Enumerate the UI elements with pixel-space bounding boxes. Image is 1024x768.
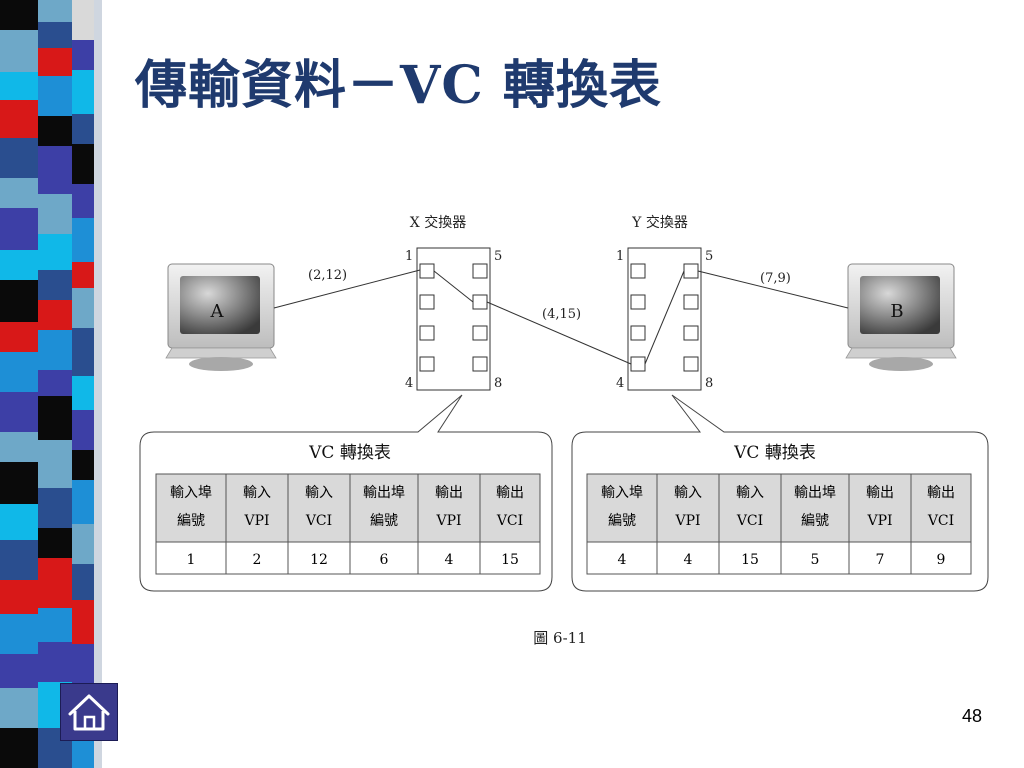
port-label: 5: [494, 249, 502, 264]
table-header: 輸出埠: [794, 484, 836, 501]
table-header: VPI: [866, 513, 892, 529]
vc-table-diagram: A B X 交換器 1 5 4 8 Y 交換器: [139, 214, 989, 647]
table-cell: 15: [501, 552, 519, 568]
house-icon: [68, 694, 110, 731]
computer-a: A: [165, 263, 277, 371]
vc-table-x: VC 轉換表 輸入埠 編號 輸入 VPI 輸入 VCI 輸出埠 編號 輸出 VP…: [139, 394, 553, 592]
port-label: 1: [405, 249, 413, 264]
link-label: (7,9): [760, 271, 791, 286]
table-header: VCI: [736, 513, 763, 529]
table-header: 編號: [608, 513, 636, 529]
vc-table-title: VC 轉換表: [308, 443, 391, 463]
vc-table-y: VC 轉換表 輸入埠 編號 輸入 VPI 輸入 VCI 輸出埠 編號 輸出 VP…: [571, 394, 989, 592]
table-cell: 15: [741, 552, 759, 568]
table-header: VCI: [305, 513, 332, 529]
table-header: VPI: [243, 513, 269, 529]
link-label: (4,15): [542, 307, 581, 322]
computer-a-label: A: [210, 301, 225, 322]
table-header: 輸出: [866, 485, 894, 501]
table-cell: 6: [380, 552, 389, 568]
link-y-b: [697, 270, 849, 309]
table-header: 輸出: [927, 485, 955, 501]
table-header: 輸入: [305, 485, 333, 501]
computer-b-label: B: [890, 301, 903, 322]
table-cell: 7: [876, 552, 885, 568]
figure-caption: 圖 6-11: [533, 629, 586, 647]
table-cell: 4: [445, 552, 454, 568]
table-header: 輸入: [243, 485, 271, 501]
home-button[interactable]: [60, 683, 118, 741]
table-cell: 4: [618, 552, 627, 568]
table-cell: 12: [310, 552, 328, 568]
computer-b: B: [845, 263, 957, 371]
switch-x: X 交換器 1 5 4 8: [405, 214, 502, 391]
link-x-y: [486, 301, 632, 365]
table-header: 輸出: [496, 485, 524, 501]
table-header: 編號: [370, 513, 398, 529]
table-cell: 1: [187, 552, 196, 568]
table-header: 輸入: [736, 485, 764, 501]
switch-y: Y 交換器 1 5 4 8: [616, 214, 713, 391]
table-header: VPI: [435, 513, 461, 529]
table-header: 輸出埠: [363, 484, 405, 501]
table-header: 輸入埠: [601, 484, 643, 501]
table-cell: 4: [684, 552, 693, 568]
decorative-side-stripe: [0, 0, 118, 768]
port-label: 1: [616, 249, 624, 264]
switch-x-label: X 交換器: [410, 214, 466, 231]
link-label: (2,12): [308, 268, 347, 283]
page-number: 48: [962, 706, 983, 726]
slide-title: 傳輸資料－VC 轉換表: [135, 55, 662, 116]
table-cell: 2: [253, 552, 262, 568]
table-header: 輸入埠: [170, 484, 212, 501]
link-a-x: [273, 269, 421, 309]
table-header: 編號: [177, 513, 205, 529]
table-header: VPI: [674, 513, 700, 529]
table-header: 編號: [801, 513, 829, 529]
table-header: 輸出: [435, 485, 463, 501]
switch-y-label: Y 交換器: [631, 214, 688, 231]
table-cell: 9: [937, 552, 946, 568]
port-label: 8: [705, 376, 713, 391]
port-label: 4: [405, 376, 413, 391]
port-label: 8: [494, 376, 502, 391]
vc-table-title: VC 轉換表: [733, 443, 816, 463]
table-header: 輸入: [674, 485, 702, 501]
table-header: VCI: [496, 513, 523, 529]
table-cell: 5: [811, 552, 820, 568]
table-header: VCI: [927, 513, 954, 529]
port-label: 4: [616, 376, 624, 391]
port-label: 5: [705, 249, 713, 264]
